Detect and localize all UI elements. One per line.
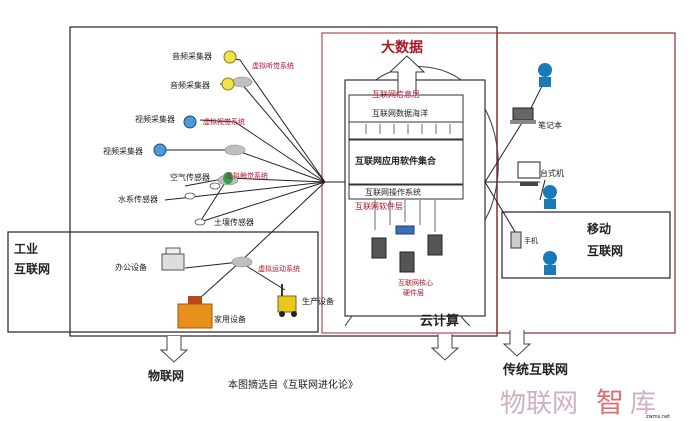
vision-node xyxy=(224,144,246,156)
forklift-icon xyxy=(277,284,297,317)
cloud-label: 云计算 xyxy=(420,313,459,329)
desktop-label: 台式机 xyxy=(540,168,564,178)
data-sea-label: 互联网数据海洋 xyxy=(372,108,428,118)
virtual-touch-label: 虚拟触觉系统 xyxy=(226,171,268,180)
cloud-down-arrow xyxy=(430,334,460,361)
person-icon xyxy=(538,63,557,275)
watermark-text-2: 智 xyxy=(596,386,624,419)
audio-collector-icon xyxy=(221,50,237,91)
motion-node xyxy=(231,256,253,268)
audio-collector-2: 音频采集器 xyxy=(170,80,210,90)
industrial-internet-label-2: 互联网 xyxy=(14,262,50,276)
notebook-label: 笔记本 xyxy=(538,120,562,130)
audio-collector-1: 音频采集器 xyxy=(172,51,212,61)
server-icon xyxy=(371,225,443,273)
mobile-internet-label-1: 移动 xyxy=(587,221,611,236)
desktop-icon xyxy=(517,161,541,186)
watermark-text-3: 库 xyxy=(630,389,656,419)
phone-label: 手机 xyxy=(524,236,538,245)
watermark-site: zwms.net xyxy=(646,414,670,420)
industrial-internet-label-1: 工业 xyxy=(14,241,38,256)
home-device-label: 家用设备 xyxy=(214,314,246,324)
mobile-internet-frame xyxy=(501,211,671,279)
hearing-node xyxy=(231,76,253,88)
water-node xyxy=(184,192,196,200)
info-layer-box xyxy=(348,94,464,140)
hardware-layer-label-1: 互联网核心 xyxy=(398,278,433,287)
iot-down-arrow xyxy=(159,336,189,363)
soil-sensor-label: 土壤传感器 xyxy=(214,217,254,227)
watermark-text-1: 物联网 xyxy=(500,389,578,419)
bigdata-arrow xyxy=(388,55,426,95)
production-device-label: 生产设备 xyxy=(302,296,334,306)
traditional-down-arrow xyxy=(502,330,532,357)
air-node xyxy=(209,182,221,190)
app-set-label: 互联网应用软件集合 xyxy=(355,155,437,167)
water-sensor-label: 水系传感器 xyxy=(118,194,158,204)
video-collector-2: 视频采集器 xyxy=(103,146,143,156)
traditional-internet-label: 传统互联网 xyxy=(502,362,568,378)
caption: 本图摘选自《互联网进化论》 xyxy=(228,378,358,391)
info-layer-label: 互联网信息层 xyxy=(372,89,420,99)
mobile-internet-label-2: 互联网 xyxy=(587,244,623,258)
bigdata-title: 大数据 xyxy=(381,39,423,56)
video-collector-icon xyxy=(153,115,197,157)
app-set-box xyxy=(348,139,464,185)
soil-node xyxy=(194,218,206,226)
air-sensor-label: 空气传感器 xyxy=(170,172,210,182)
virtual-hearing-label: 虚拟听觉系统 xyxy=(252,61,294,70)
phone-icon xyxy=(510,231,522,249)
office-device-icon xyxy=(161,247,185,271)
home-device-icon xyxy=(177,296,213,329)
notebook-icon xyxy=(510,107,536,124)
industrial-internet-frame xyxy=(7,231,319,333)
iot-label: 物联网 xyxy=(148,368,184,383)
hardware-layer-label-2: 硬件层 xyxy=(403,288,424,297)
os-box xyxy=(348,184,464,200)
os-label: 互联网操作系统 xyxy=(365,187,421,197)
virtual-vision-label: 虚拟视觉系统 xyxy=(203,117,245,126)
video-collector-1: 视频采集器 xyxy=(135,114,175,124)
software-layer-label: 互联网软件层 xyxy=(355,201,403,211)
virtual-motion-label: 虚拟运动系统 xyxy=(258,264,300,273)
sensor-icon xyxy=(223,172,233,184)
office-device-label: 办公设备 xyxy=(115,262,147,272)
